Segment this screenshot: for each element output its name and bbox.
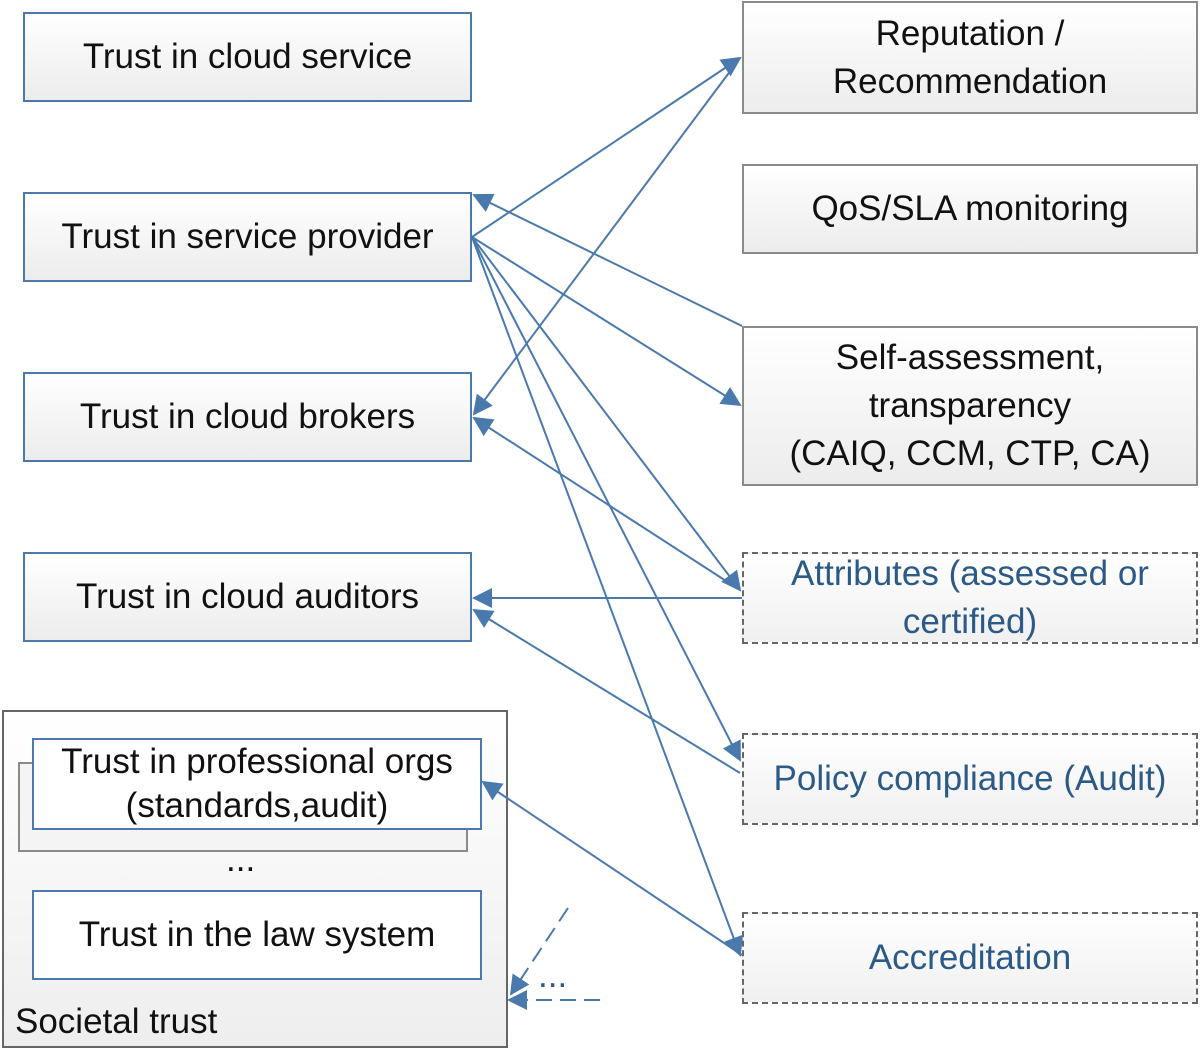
- edge-self-assessment-to-provider: [472, 193, 743, 327]
- edge-provider-to-self-assessment: [471, 236, 742, 407]
- node-self-assessment-line2: transparency: [868, 386, 1072, 425]
- node-trust-cloud-service: Trust in cloud service: [23, 12, 472, 102]
- node-reputation-recommendation: Reputation / Recommendation: [742, 1, 1198, 114]
- edge-incoming-dashed-diagonal: [509, 907, 569, 996]
- node-policy-compliance-label: Policy compliance (Audit): [773, 759, 1167, 798]
- node-trust-cloud-brokers-label: Trust in cloud brokers: [79, 397, 416, 436]
- node-trust-service-provider: Trust in service provider: [23, 192, 472, 282]
- edge-attributes-to-brokers: [472, 416, 741, 591]
- node-accreditation-label: Accreditation: [868, 938, 1072, 977]
- edge-accreditation-to-professional-orgs: [481, 780, 743, 956]
- node-qos-sla-monitoring-label: QoS/SLA monitoring: [811, 189, 1129, 228]
- edge-provider-to-policy: [471, 236, 741, 762]
- edge-provider-to-reputation: [471, 56, 742, 238]
- node-reputation-recommendation-label: Reputation / Recommendation: [832, 13, 1108, 101]
- edge-policy-to-auditors: [472, 608, 741, 774]
- node-attributes: Attributes (assessed or certified): [742, 552, 1198, 644]
- edge-provider-to-attributes: [471, 236, 742, 592]
- node-policy-compliance: Policy compliance (Audit): [742, 733, 1198, 825]
- node-trust-cloud-auditors: Trust in cloud auditors: [23, 552, 472, 642]
- node-accreditation: Accreditation: [742, 912, 1198, 1004]
- node-self-assessment: Self-assessment, transparency (CAIQ, CCM…: [742, 326, 1198, 486]
- stack-ellipsis: ...: [226, 840, 256, 879]
- node-trust-law-system-label: Trust in the law system: [78, 915, 436, 954]
- node-trust-professional-orgs: Trust in professional orgs (standards,au…: [32, 738, 482, 830]
- node-qos-sla-monitoring: QoS/SLA monitoring: [742, 164, 1198, 254]
- group-caption-societal-trust: Societal trust: [15, 1002, 218, 1041]
- node-trust-cloud-service-label: Trust in cloud service: [82, 37, 413, 76]
- edge-provider-to-accreditation: [471, 236, 744, 957]
- node-trust-law-system: Trust in the law system: [32, 890, 482, 980]
- edge-reputation-to-brokers: [472, 57, 741, 416]
- node-trust-cloud-brokers: Trust in cloud brokers: [23, 372, 472, 462]
- node-self-assessment-line1: Self-assessment,: [835, 338, 1105, 377]
- incoming-ellipsis: ...: [538, 956, 568, 995]
- node-trust-service-provider-label: Trust in service provider: [61, 217, 434, 256]
- node-trust-cloud-auditors-label: Trust in cloud auditors: [75, 577, 420, 616]
- node-attributes-label: Attributes (assessed or certified): [791, 554, 1149, 641]
- node-trust-professional-orgs-label: Trust in professional orgs (standards,au…: [61, 742, 453, 825]
- node-self-assessment-line3: (CAIQ, CCM, CTP, CA): [789, 434, 1151, 473]
